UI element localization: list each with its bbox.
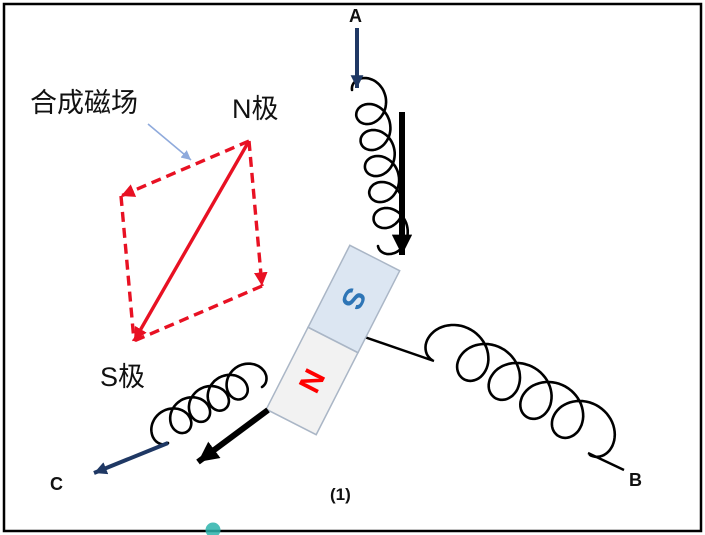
parallelogram-side-left xyxy=(119,195,136,342)
n-pole-label: N极 xyxy=(232,94,279,124)
component-field-vector-left xyxy=(120,139,250,198)
current-direction-arrow-c xyxy=(196,407,270,465)
resultant-field-vector xyxy=(132,140,251,342)
magnet: S N xyxy=(265,244,401,436)
phase-c-label: C xyxy=(50,474,63,494)
teal-dot xyxy=(205,522,221,535)
field-vector-diagram xyxy=(119,139,268,343)
parallelogram-side-right xyxy=(133,284,263,343)
component-field-vector-right xyxy=(247,140,268,287)
coil-phase-b xyxy=(424,323,617,459)
s-pole-label: S极 xyxy=(100,362,145,392)
phase-b-label: B xyxy=(629,470,642,490)
coil-phase-a xyxy=(350,76,409,256)
figure-caption: (1) xyxy=(330,485,351,504)
coil-phase-c xyxy=(150,362,268,446)
phase-a-label: A xyxy=(349,6,362,26)
magnet-divider xyxy=(307,326,359,354)
callout-arrow xyxy=(147,123,192,161)
resultant-field-label: 合成磁场 xyxy=(30,88,138,118)
phase-c-terminal-arrow xyxy=(93,441,169,475)
